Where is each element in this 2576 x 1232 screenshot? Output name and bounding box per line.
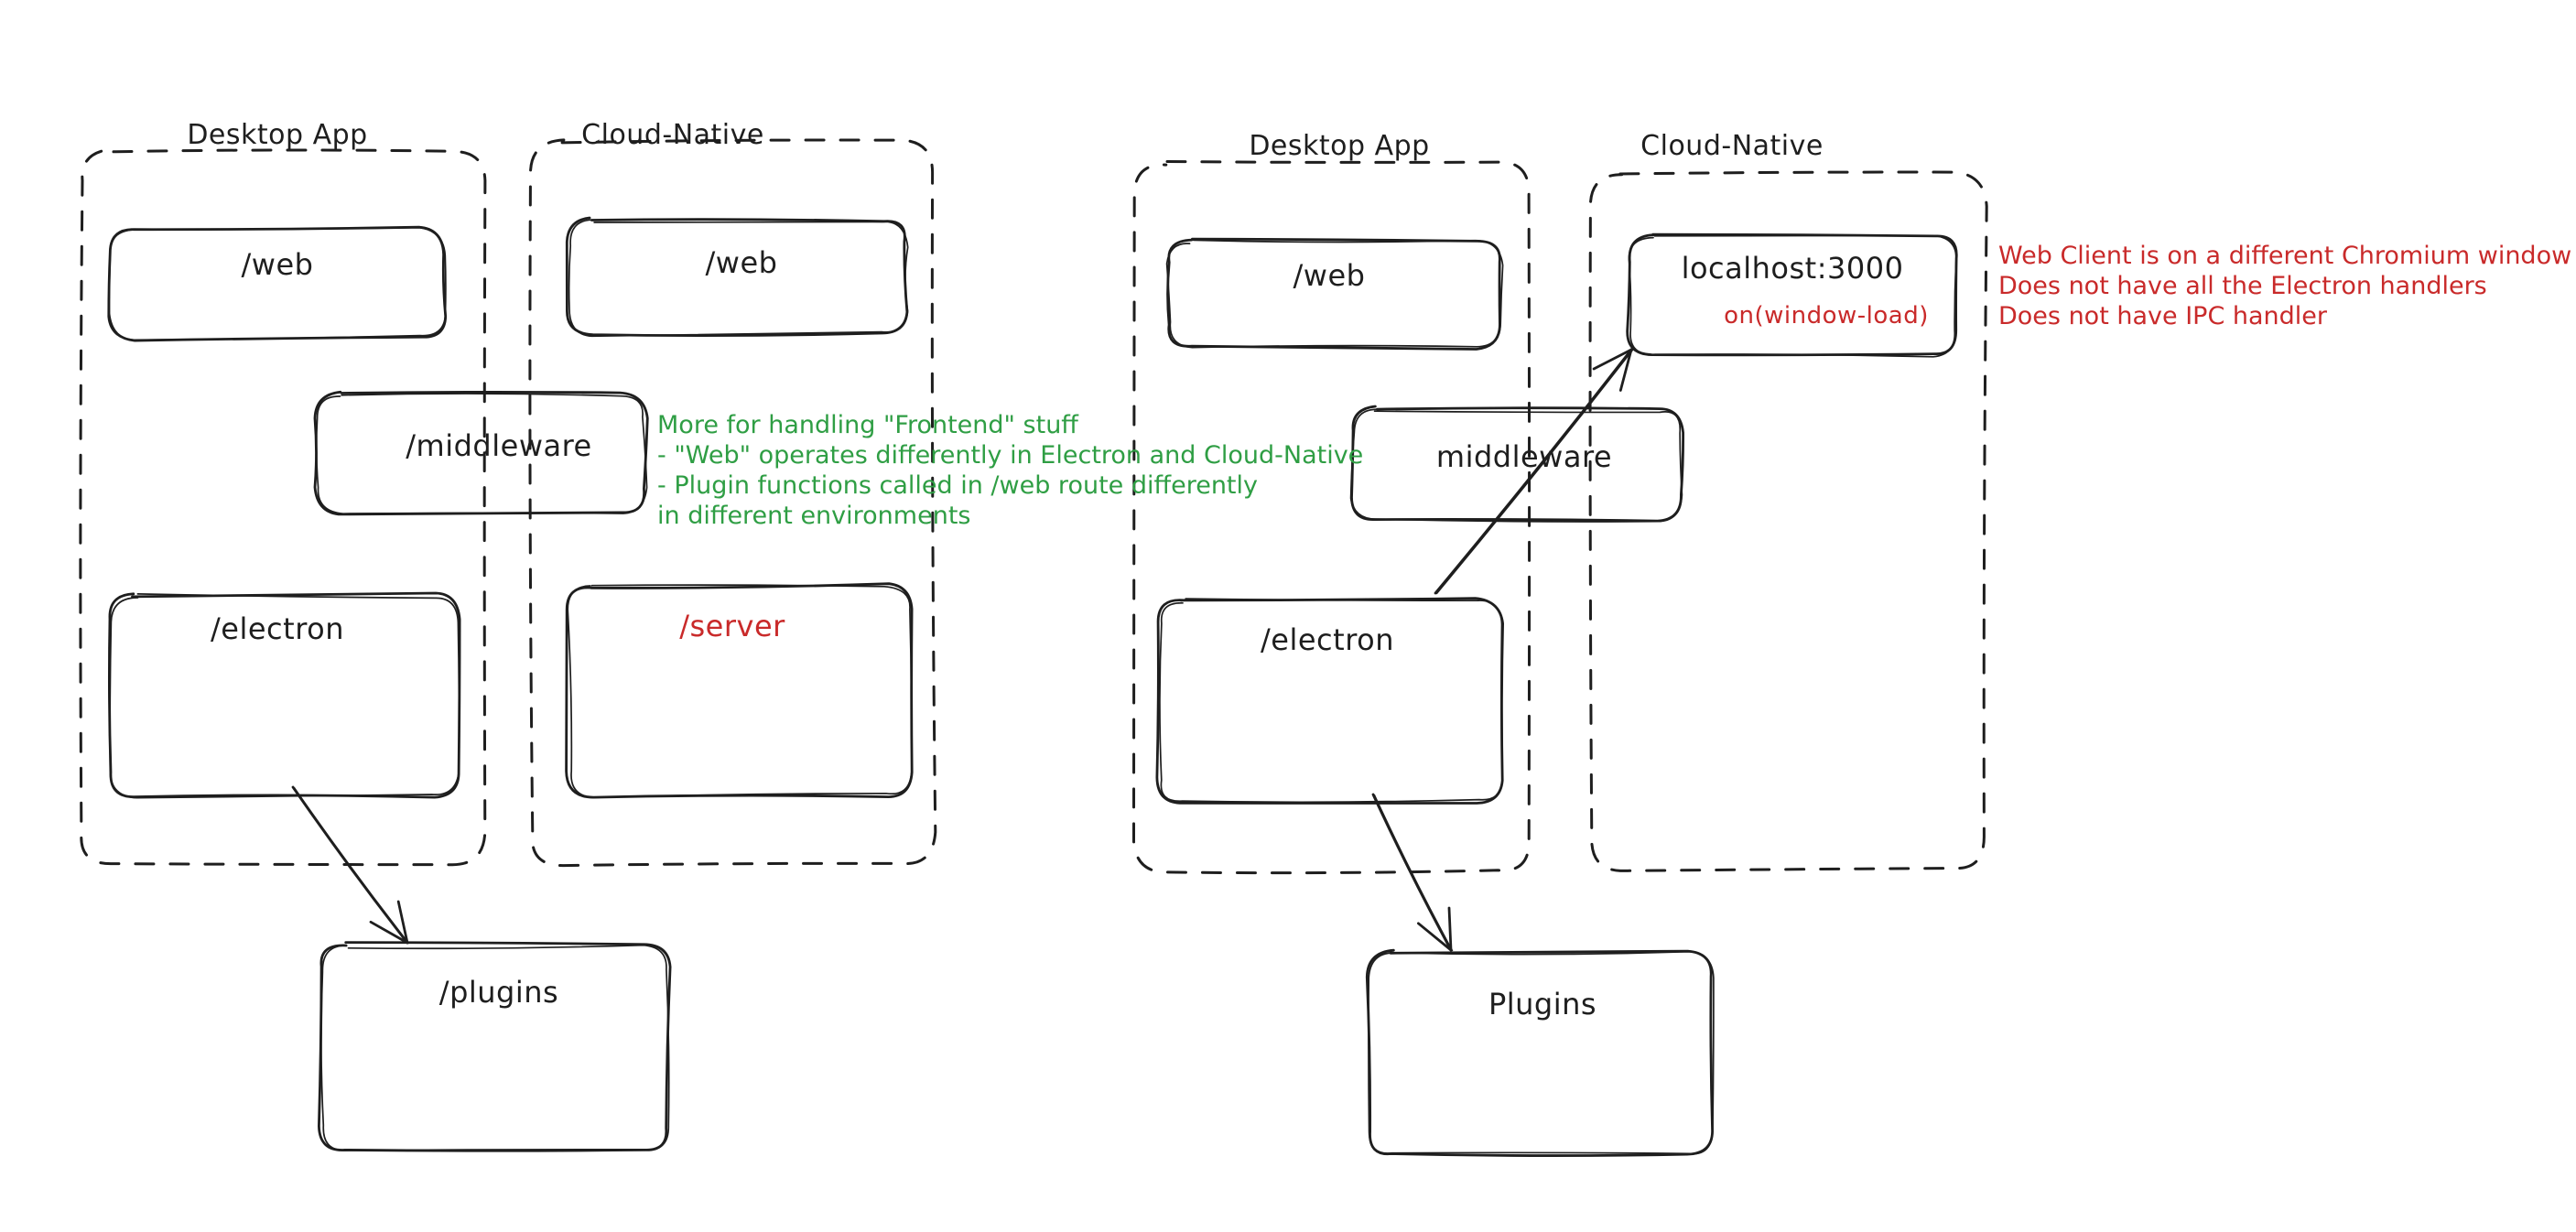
annotation-line: Does not have IPC handler <box>1998 302 2328 330</box>
node-box-right-web[interactable] <box>1165 237 1504 351</box>
arrow-shaft2-right-electron-to-plugins <box>1373 794 1454 952</box>
node-outline2-right-web <box>1165 239 1504 349</box>
annotation-line: Does not have all the Electron handlers <box>1998 272 2487 300</box>
node-label-left-plugins: /plugins <box>438 975 559 1010</box>
node-label-right-web: /web <box>1293 258 1366 293</box>
group-label-right-desktop: Desktop App <box>1249 130 1430 162</box>
annotation-line: More for handling "Frontend" stuff <box>657 411 1078 439</box>
node-label-right-electron: /electron <box>1261 622 1394 657</box>
node-label-right-middleware: middleware <box>1435 439 1613 474</box>
node-outline2-left-web <box>108 226 447 341</box>
node-box-right-plugins[interactable] <box>1365 948 1715 1157</box>
annotation-line: in different environments <box>657 502 971 530</box>
arrowhead-b-right-electron-to-plugins <box>1447 906 1453 952</box>
node-sublabel-right-localhost: on(window-load) <box>1724 302 1929 330</box>
node-label-left-web: /web <box>241 247 314 282</box>
node-label-left-middleware: /middleware <box>406 428 592 463</box>
arrow-right-electron-to-plugins <box>1371 793 1454 952</box>
arrowhead-a-left-electron-to-plugins <box>369 920 409 945</box>
node-label-left-cloud-web: /web <box>705 245 778 280</box>
arrow-shaft-left-electron-to-plugins <box>291 785 409 945</box>
group-label-left-cloud: Cloud-Native <box>581 119 764 151</box>
node-outline2-right-plugins <box>1368 950 1715 1155</box>
annotation-line: Web Client is on a different Chromium wi… <box>1998 242 2572 270</box>
annotation-line: - Plugin functions called in /web route … <box>657 471 1259 500</box>
node-label-right-localhost: localhost:3000 <box>1681 251 1904 286</box>
node-outline-right-plugins <box>1365 948 1714 1157</box>
arrowhead-a-right-electron-to-localhost <box>1618 348 1633 392</box>
annotation-frontend-note: More for handling "Frontend" stuff- "Web… <box>657 410 1363 531</box>
arrowhead-b-left-electron-to-plugins <box>396 900 409 945</box>
node-label-left-server: /server <box>679 609 785 643</box>
node-outline-left-web <box>107 225 448 342</box>
arrow-shaft-right-electron-to-plugins <box>1371 793 1453 952</box>
arrowhead-a-right-electron-to-plugins <box>1417 922 1453 952</box>
node-outline-right-web <box>1166 237 1501 351</box>
group-label-right-cloud: Cloud-Native <box>1640 130 1824 162</box>
group-label-left-desktop: Desktop App <box>187 119 368 151</box>
node-label-right-plugins: Plugins <box>1488 987 1597 1021</box>
arrow-shaft2-left-electron-to-plugins <box>293 786 410 945</box>
node-label-left-electron: /electron <box>211 611 344 646</box>
node-outline-left-plugins <box>318 941 672 1152</box>
annotation-line: - "Web" operates differently in Electron… <box>657 441 1364 470</box>
arrow-left-electron-to-plugins <box>291 785 410 945</box>
node-box-left-web[interactable] <box>107 225 448 342</box>
annotation-web-client-note: Web Client is on a different Chromium wi… <box>1998 241 2571 331</box>
node-box-left-plugins[interactable] <box>318 941 672 1152</box>
arrowhead-b-right-electron-to-localhost <box>1592 348 1633 371</box>
